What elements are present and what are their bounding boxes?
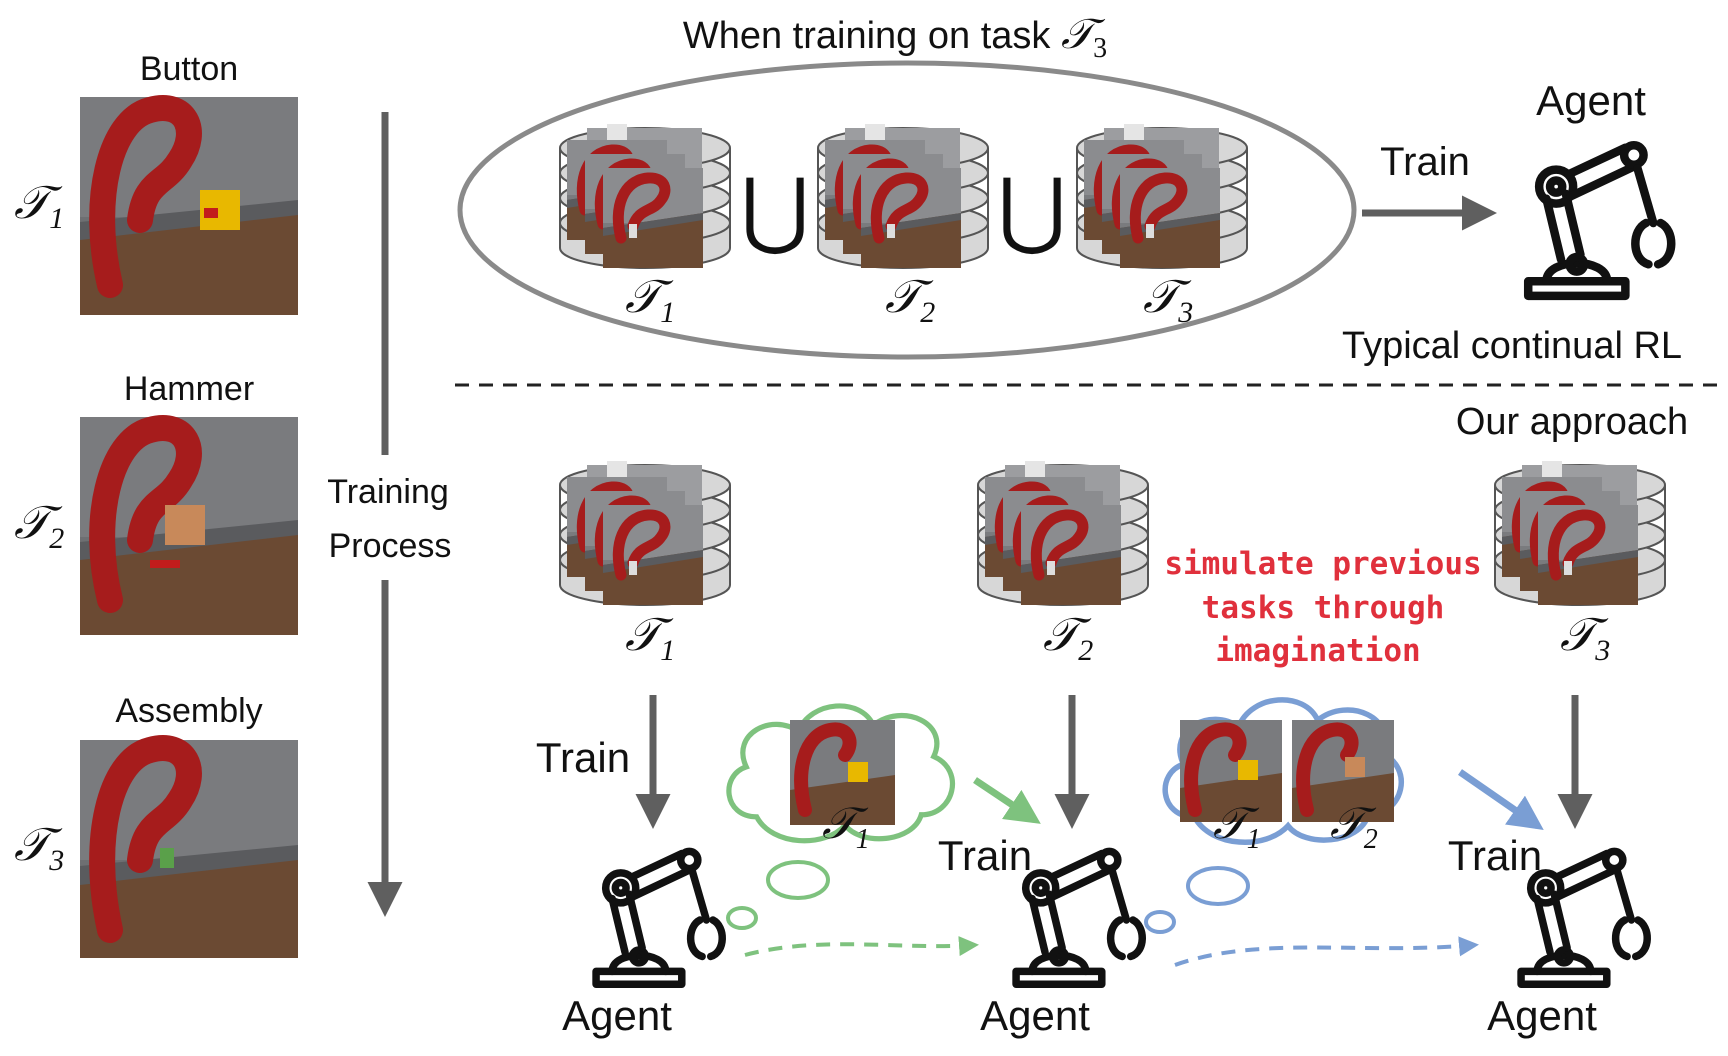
train-label-1: Train (536, 734, 630, 781)
task-name-assembly: Assembly (115, 692, 262, 730)
cloud1-image (790, 720, 895, 825)
cloud2-image-1 (1180, 720, 1282, 822)
buffer-top-label-3: 𝒯3 (1143, 269, 1193, 329)
agent-label-3: Agent (1487, 992, 1597, 1039)
agent-label-2: Agent (980, 992, 1090, 1039)
green-imagine-arrow (973, 777, 1041, 824)
green-dashed-arrow (744, 936, 979, 957)
top-title: When training on task 𝒯3 (683, 9, 1107, 64)
imagination-note-line-2: tasks through (1202, 590, 1445, 626)
imagination-note-line-3: imagination (1215, 633, 1420, 669)
train-label-2: Train (938, 832, 1032, 879)
top-train-label: Train (1380, 140, 1470, 184)
robot-arm-icon (1528, 145, 1671, 296)
training-process-label-1: Training (327, 473, 449, 511)
task-image-button (80, 95, 298, 315)
thought-cloud-icon (1144, 700, 1401, 934)
task-image-assembly (80, 735, 298, 958)
thought-cloud-icon (726, 706, 952, 930)
buffer-bottom-2 (978, 461, 1148, 605)
buffer-bottom-label-2: 𝒯2 (1043, 607, 1093, 667)
blue-imagine-arrow (1458, 769, 1544, 830)
union-symbol-1: ⋃ (741, 160, 810, 258)
task-symbol-3: 𝒯3 (14, 817, 64, 877)
buffer-bottom-3 (1495, 461, 1665, 605)
task-name-button: Button (140, 50, 238, 88)
blue-dashed-arrow (1174, 936, 1479, 967)
replay-union-ellipse (457, 60, 1357, 360)
buffer-top-2 (818, 124, 988, 268)
buffer-top-3 (1077, 124, 1247, 268)
our-approach-label: Our approach (1456, 401, 1688, 443)
imagination-note-line-1: simulate previous (1164, 546, 1481, 582)
left-task-column: Button 𝒯1 Hammer 𝒯2 Assembly (14, 50, 451, 958)
buffer-top-label-1: 𝒯1 (625, 269, 675, 329)
robot-arm-icon (1521, 851, 1647, 984)
task-symbol-2: 𝒯2 (14, 495, 64, 555)
top-agent-label: Agent (1536, 77, 1646, 124)
cloud2-image-2 (1292, 720, 1394, 822)
task-image-hammer (80, 415, 298, 635)
robot-arm-icon (1016, 851, 1142, 984)
buffer-bottom-label-3: 𝒯3 (1560, 607, 1610, 667)
task-symbol-1: 𝒯1 (14, 175, 64, 235)
union-symbol-2: ⋃ (998, 160, 1067, 258)
task-name-hammer: Hammer (124, 370, 254, 408)
buffer-bottom-label-1: 𝒯1 (625, 607, 675, 667)
training-process-label-2: Process (329, 527, 452, 565)
typical-continual-rl-section: When training on task 𝒯3 ⋃ ⋃ 𝒯1 𝒯2 𝒯3 Tr… (457, 9, 1682, 367)
our-approach-section: Our approach 𝒯1 𝒯2 𝒯3 simulate previous … (536, 401, 1688, 1039)
buffer-bottom-1 (560, 461, 730, 605)
buffer-top-label-2: 𝒯2 (885, 269, 935, 329)
robot-arm-icon (596, 851, 722, 984)
typical-continual-rl-caption: Typical continual RL (1342, 325, 1682, 367)
agent-label-1: Agent (562, 992, 672, 1039)
train-label-3: Train (1448, 832, 1542, 879)
buffer-top-1 (560, 124, 730, 268)
